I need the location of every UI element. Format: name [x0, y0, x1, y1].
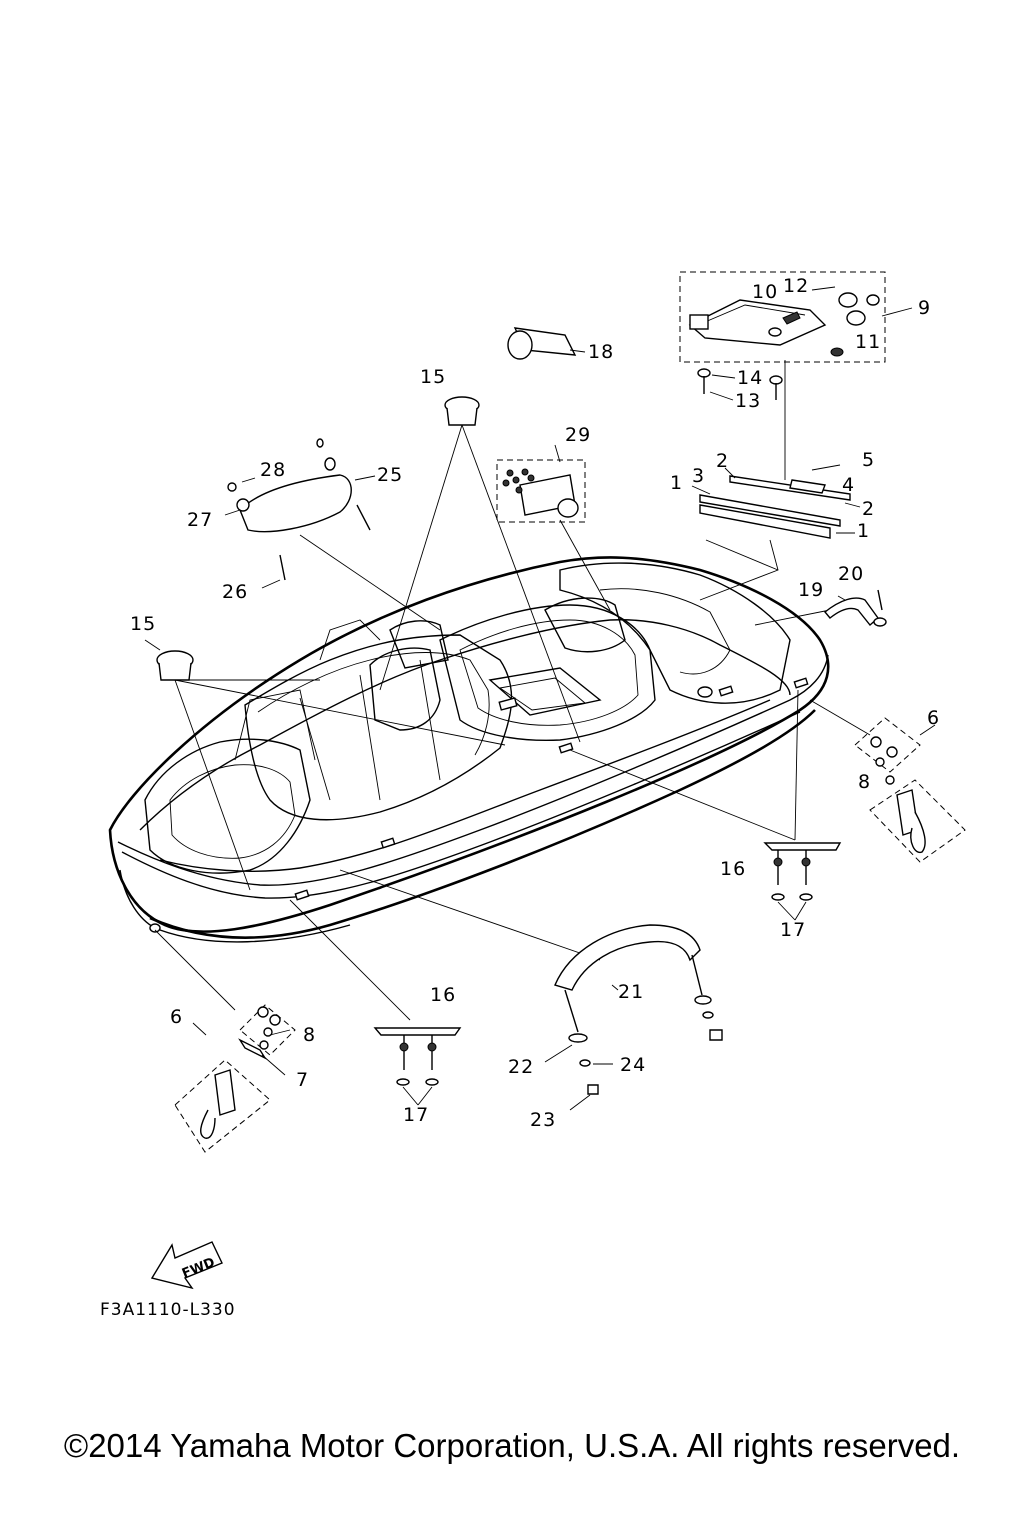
fwd-arrow-icon: FWD	[150, 1241, 223, 1290]
cleat-left	[373, 1027, 462, 1106]
label-29: 29	[565, 424, 591, 446]
label-8-right: 8	[858, 771, 871, 793]
label-26: 26	[222, 581, 248, 603]
label-2-bottom: 2	[862, 498, 875, 520]
label-15-left: 15	[130, 613, 156, 635]
label-18: 18	[588, 341, 614, 363]
copyright-notice: ©2014 Yamaha Motor Corporation, U.S.A. A…	[63, 1427, 961, 1464]
part-18	[507, 327, 586, 360]
label-10: 10	[752, 281, 778, 303]
label-17-left: 17	[403, 1104, 429, 1126]
label-4: 4	[842, 474, 855, 496]
tow-eye-right	[854, 717, 966, 863]
label-8-left: 8	[303, 1024, 316, 1046]
label-20: 20	[838, 563, 864, 585]
mounting-rails	[691, 464, 861, 539]
label-25: 25	[377, 464, 403, 486]
boat-hull	[108, 556, 830, 943]
label-17-right: 17	[780, 919, 806, 941]
label-16-left: 16	[430, 984, 456, 1006]
label-1-top: 1	[670, 472, 683, 494]
stern-handle-21	[544, 924, 723, 1111]
bolts-13-14	[697, 368, 783, 401]
label-11: 11	[855, 331, 881, 353]
label-6-right: 6	[927, 707, 940, 729]
label-6-left: 6	[170, 1006, 183, 1028]
label-22: 22	[508, 1056, 534, 1078]
bracket-assembly-9	[679, 271, 913, 363]
label-28: 28	[260, 459, 286, 481]
label-13: 13	[735, 390, 761, 412]
label-16-right: 16	[720, 858, 746, 880]
grab-handle-25	[224, 438, 376, 589]
cup-holders	[144, 396, 480, 681]
label-15-top: 15	[420, 366, 446, 388]
label-19: 19	[798, 579, 824, 601]
label-23: 23	[530, 1109, 556, 1131]
cleat-right	[763, 842, 842, 921]
label-1-bottom: 1	[857, 520, 870, 542]
label-24: 24	[620, 1054, 646, 1076]
label-21: 21	[618, 981, 644, 1003]
label-5: 5	[862, 449, 875, 471]
tow-eye-left	[174, 1004, 296, 1153]
hose-19-20	[824, 589, 887, 627]
label-27: 27	[187, 509, 213, 531]
label-7: 7	[296, 1069, 309, 1091]
label-2-top: 2	[716, 450, 729, 472]
label-3: 3	[692, 465, 705, 487]
label-14: 14	[737, 367, 763, 389]
panel-29	[496, 444, 586, 523]
part-labels: 10 12 9 11 18 14 13 15 29 2 5 28 25 3 1 …	[100, 275, 940, 1320]
label-9: 9	[918, 297, 931, 319]
leader-lines	[154, 360, 871, 1021]
label-12: 12	[783, 275, 809, 297]
drawing-code: F3A1110-L330	[100, 1300, 236, 1320]
